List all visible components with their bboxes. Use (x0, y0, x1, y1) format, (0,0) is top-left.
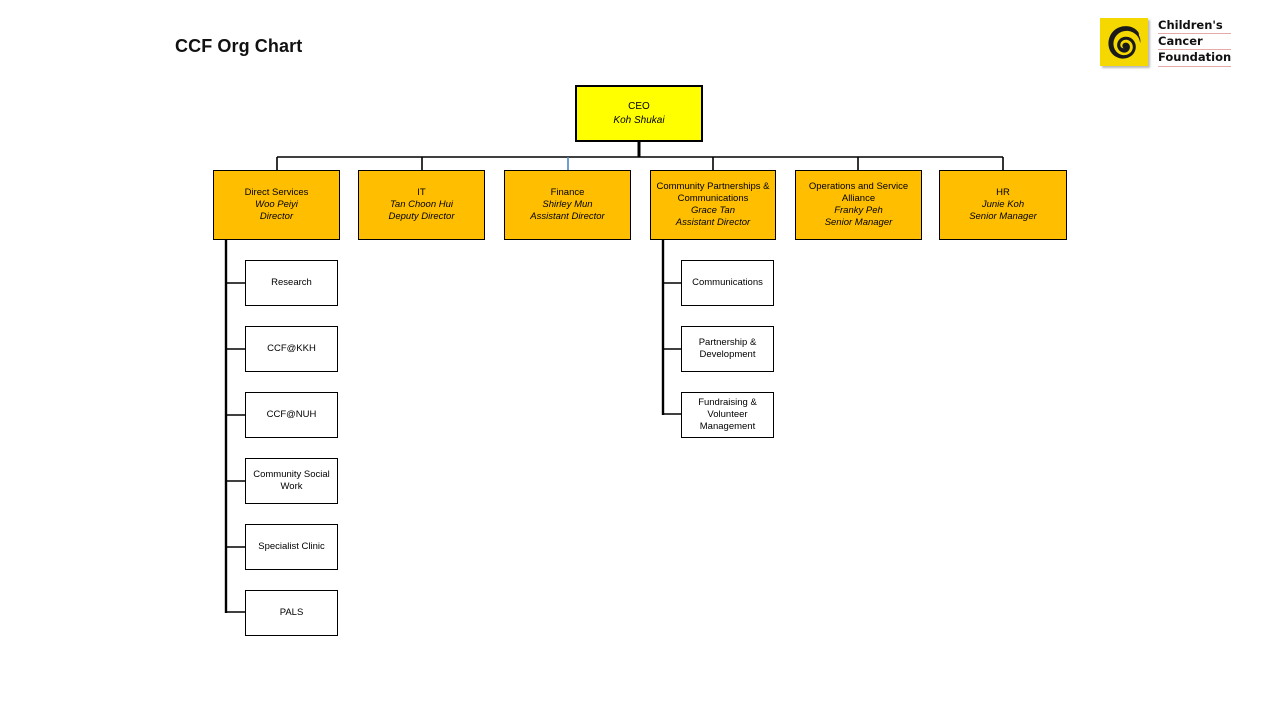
node-operations-role: Senior Manager (824, 217, 893, 228)
node-hr[interactable]: HR Junie Koh Senior Manager (939, 170, 1067, 240)
node-partnership-development[interactable]: Partnership & Development (681, 326, 774, 372)
node-operations-unit: Operations and Service Alliance (808, 181, 909, 204)
logo-line-3: Foundation (1158, 50, 1232, 67)
node-hr-role: Senior Manager (969, 211, 1037, 222)
node-ceo-unit: CEO (628, 100, 650, 112)
node-direct-services[interactable]: Direct Services Woo Peiyi Director (213, 170, 340, 240)
spiral-swirl-icon (1100, 18, 1148, 67)
node-community-social-work[interactable]: Community Social Work (245, 458, 338, 504)
node-fundraising-label: Fundraising & Volunteer Management (698, 397, 757, 432)
node-finance-role: Assistant Director (530, 211, 605, 222)
node-it-role: Deputy Director (388, 211, 455, 222)
logo-line-2: Cancer (1158, 34, 1232, 51)
node-pals[interactable]: PALS (245, 590, 338, 636)
node-community-partnerships-role: Assistant Director (675, 217, 751, 228)
node-finance[interactable]: Finance Shirley Mun Assistant Director (504, 170, 631, 240)
node-ccf-kkh-label: CCF@KKH (267, 343, 316, 354)
node-fundraising-volunteer-management[interactable]: Fundraising & Volunteer Management (681, 392, 774, 438)
node-ceo[interactable]: CEO Koh Shukai (575, 85, 703, 142)
node-it-person: Tan Choon Hui (389, 199, 454, 210)
node-research[interactable]: Research (245, 260, 338, 306)
node-operations-person: Franky Peh (834, 205, 883, 216)
page-title: CCF Org Chart (175, 36, 303, 56)
logo-line-1: Children's (1158, 18, 1232, 35)
node-it-unit: IT (417, 187, 426, 198)
node-pals-label: PALS (279, 607, 304, 618)
node-ceo-person: Koh Shukai (613, 114, 665, 126)
ccf-logo: Children's Cancer Foundation (1100, 18, 1232, 67)
node-finance-unit: Finance (550, 187, 585, 198)
node-finance-person: Shirley Mun (542, 199, 593, 210)
node-ccf-nuh-label: CCF@NUH (266, 409, 317, 420)
node-communications[interactable]: Communications (681, 260, 774, 306)
node-direct-services-person: Woo Peiyi (255, 199, 298, 210)
node-community-partnerships-communications[interactable]: Community Partnerships & Communications … (650, 170, 776, 240)
node-direct-services-role: Director (259, 211, 294, 222)
node-communications-label: Communications (692, 277, 763, 288)
node-specialist-clinic[interactable]: Specialist Clinic (245, 524, 338, 570)
node-specialist-clinic-label: Specialist Clinic (258, 541, 325, 552)
node-partnership-development-label: Partnership & Development (698, 337, 757, 360)
node-community-partnerships-unit: Community Partnerships & Communications (656, 181, 770, 204)
node-direct-services-unit: Direct Services (244, 187, 309, 198)
node-ccf-nuh[interactable]: CCF@NUH (245, 392, 338, 438)
node-community-partnerships-person: Grace Tan (690, 205, 735, 216)
node-ccf-kkh[interactable]: CCF@KKH (245, 326, 338, 372)
logo-wordmark: Children's Cancer Foundation (1158, 18, 1232, 67)
node-community-social-work-label: Community Social Work (253, 469, 330, 492)
node-hr-unit: HR (996, 187, 1010, 198)
node-it[interactable]: IT Tan Choon Hui Deputy Director (358, 170, 485, 240)
node-research-label: Research (271, 277, 312, 288)
node-operations-service-alliance[interactable]: Operations and Service Alliance Franky P… (795, 170, 922, 240)
node-hr-person: Junie Koh (981, 199, 1025, 210)
